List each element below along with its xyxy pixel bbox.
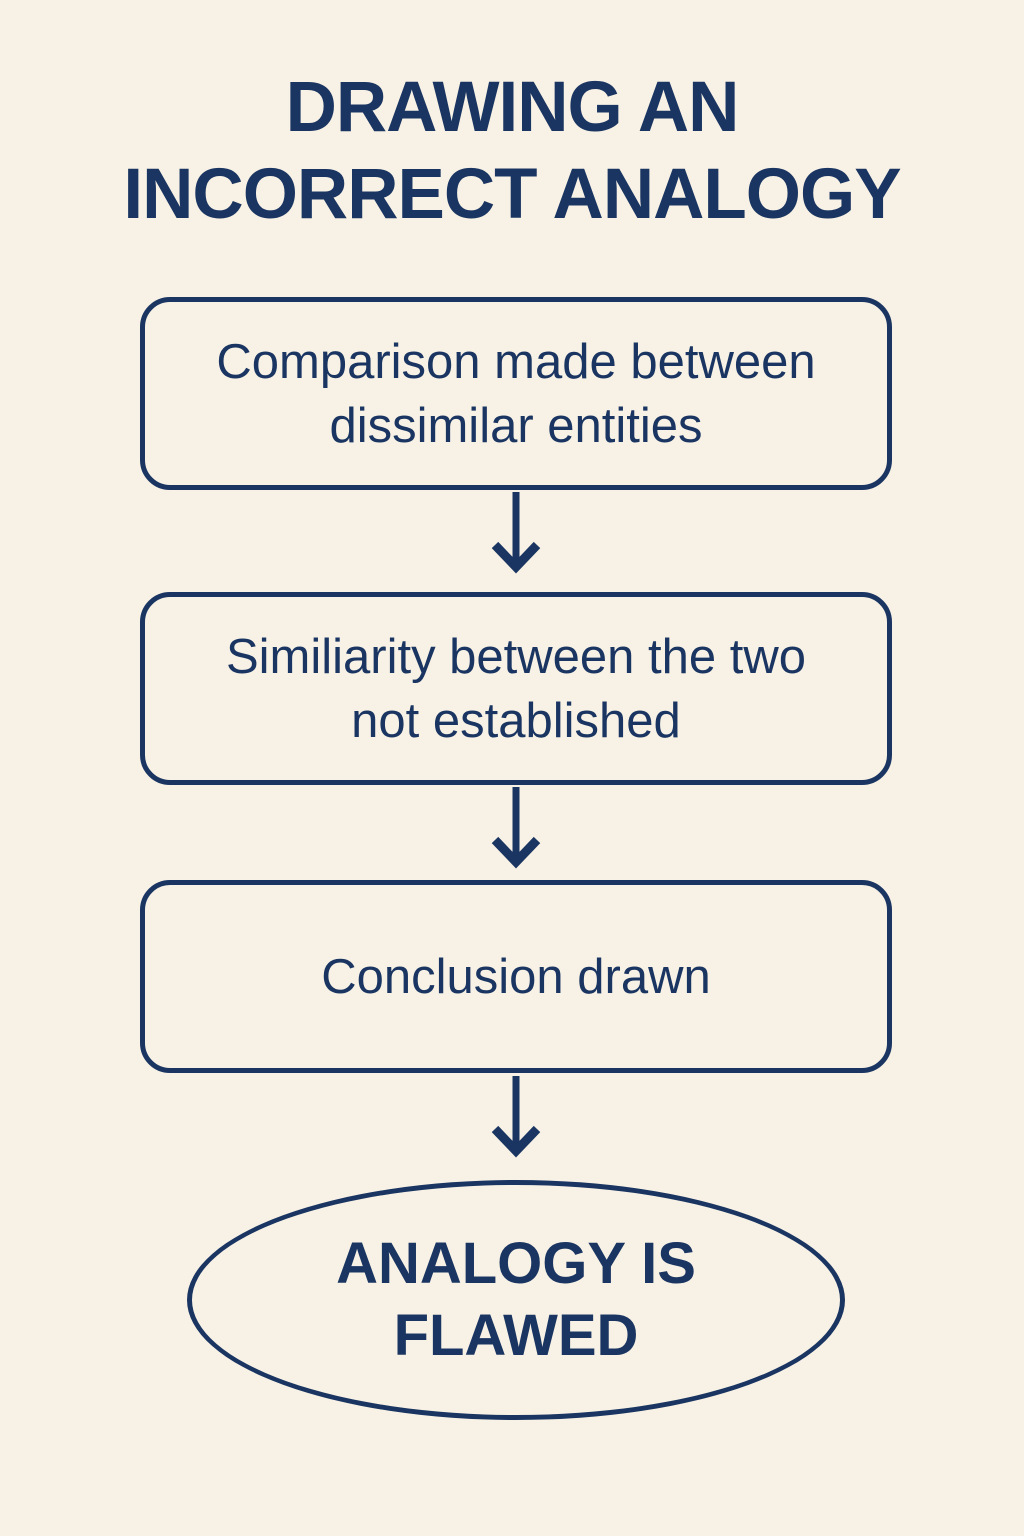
page-title-line-2: INCORRECT ANALOGY: [123, 155, 901, 234]
flow-result-label: ANALOGY IS FLAWED: [336, 1231, 696, 1368]
flow-result-ellipse: ANALOGY IS FLAWED: [187, 1180, 845, 1420]
flow-step-comparison-box: Comparison made between dissimilar entit…: [140, 297, 892, 490]
arrow-down-icon: [491, 1076, 541, 1158]
flow-step-similarity-label: Similiarity between the two not establis…: [225, 629, 807, 748]
page-title: DRAWING AN INCORRECT ANALOGY: [0, 64, 1024, 238]
flow-step-similarity-box: Similiarity between the two not establis…: [140, 592, 892, 785]
flow-step-conclusion-label: Conclusion drawn: [321, 949, 711, 1004]
flow-step-conclusion-box: Conclusion drawn: [140, 880, 892, 1073]
flow-step-comparison-label: Comparison made between dissimilar entit…: [216, 334, 816, 453]
arrow-down-icon: [491, 787, 541, 869]
page-title-line-1: DRAWING AN: [285, 68, 740, 147]
arrow-down-icon: [491, 492, 541, 574]
